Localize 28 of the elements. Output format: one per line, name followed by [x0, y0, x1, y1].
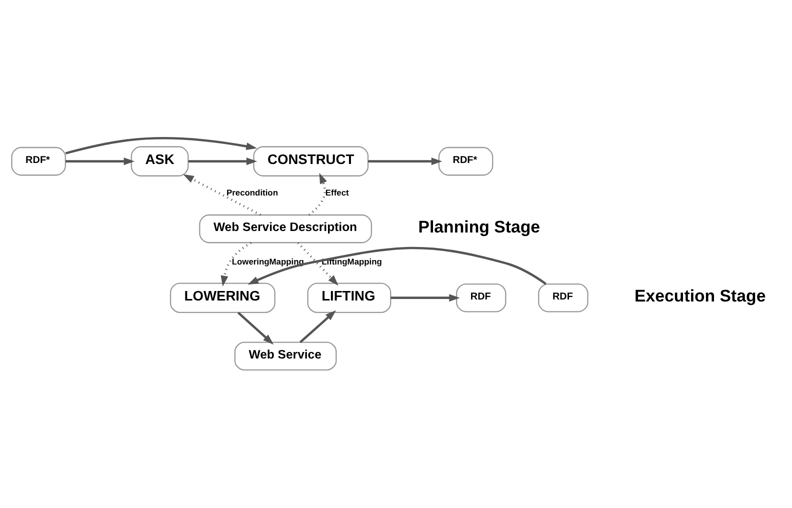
edge-label: Precondition	[226, 188, 278, 198]
arrow	[390, 294, 460, 302]
arrow	[66, 158, 135, 166]
node-box: Web Service	[234, 342, 337, 370]
arrow	[183, 174, 262, 216]
node-box: Web Service Description	[199, 214, 372, 244]
node-box: ASK	[130, 146, 189, 176]
node-box: RDF*	[11, 146, 66, 176]
node-box: RDF	[456, 283, 506, 312]
arrow	[188, 158, 258, 166]
edge-label: LoweringMapping	[232, 256, 304, 267]
label: Planning Stage	[418, 217, 540, 236]
label: Execution Stage	[634, 286, 766, 306]
arrow	[248, 246, 547, 285]
arrow	[220, 242, 252, 287]
node-box: LOWERING	[170, 282, 276, 313]
node-box: CONSTRUCT	[253, 146, 369, 176]
node-box: RDF	[538, 283, 588, 312]
edge-label: LiftingMapping	[322, 256, 382, 267]
arrow	[65, 137, 257, 154]
arrow	[297, 242, 338, 286]
arrow	[299, 310, 336, 344]
arrow	[237, 312, 274, 345]
arrow	[368, 158, 442, 166]
node-box: LIFTING	[307, 282, 392, 313]
arrow	[308, 172, 327, 216]
edge-label: Effect	[325, 188, 349, 198]
node-box: RDF*	[438, 146, 494, 176]
